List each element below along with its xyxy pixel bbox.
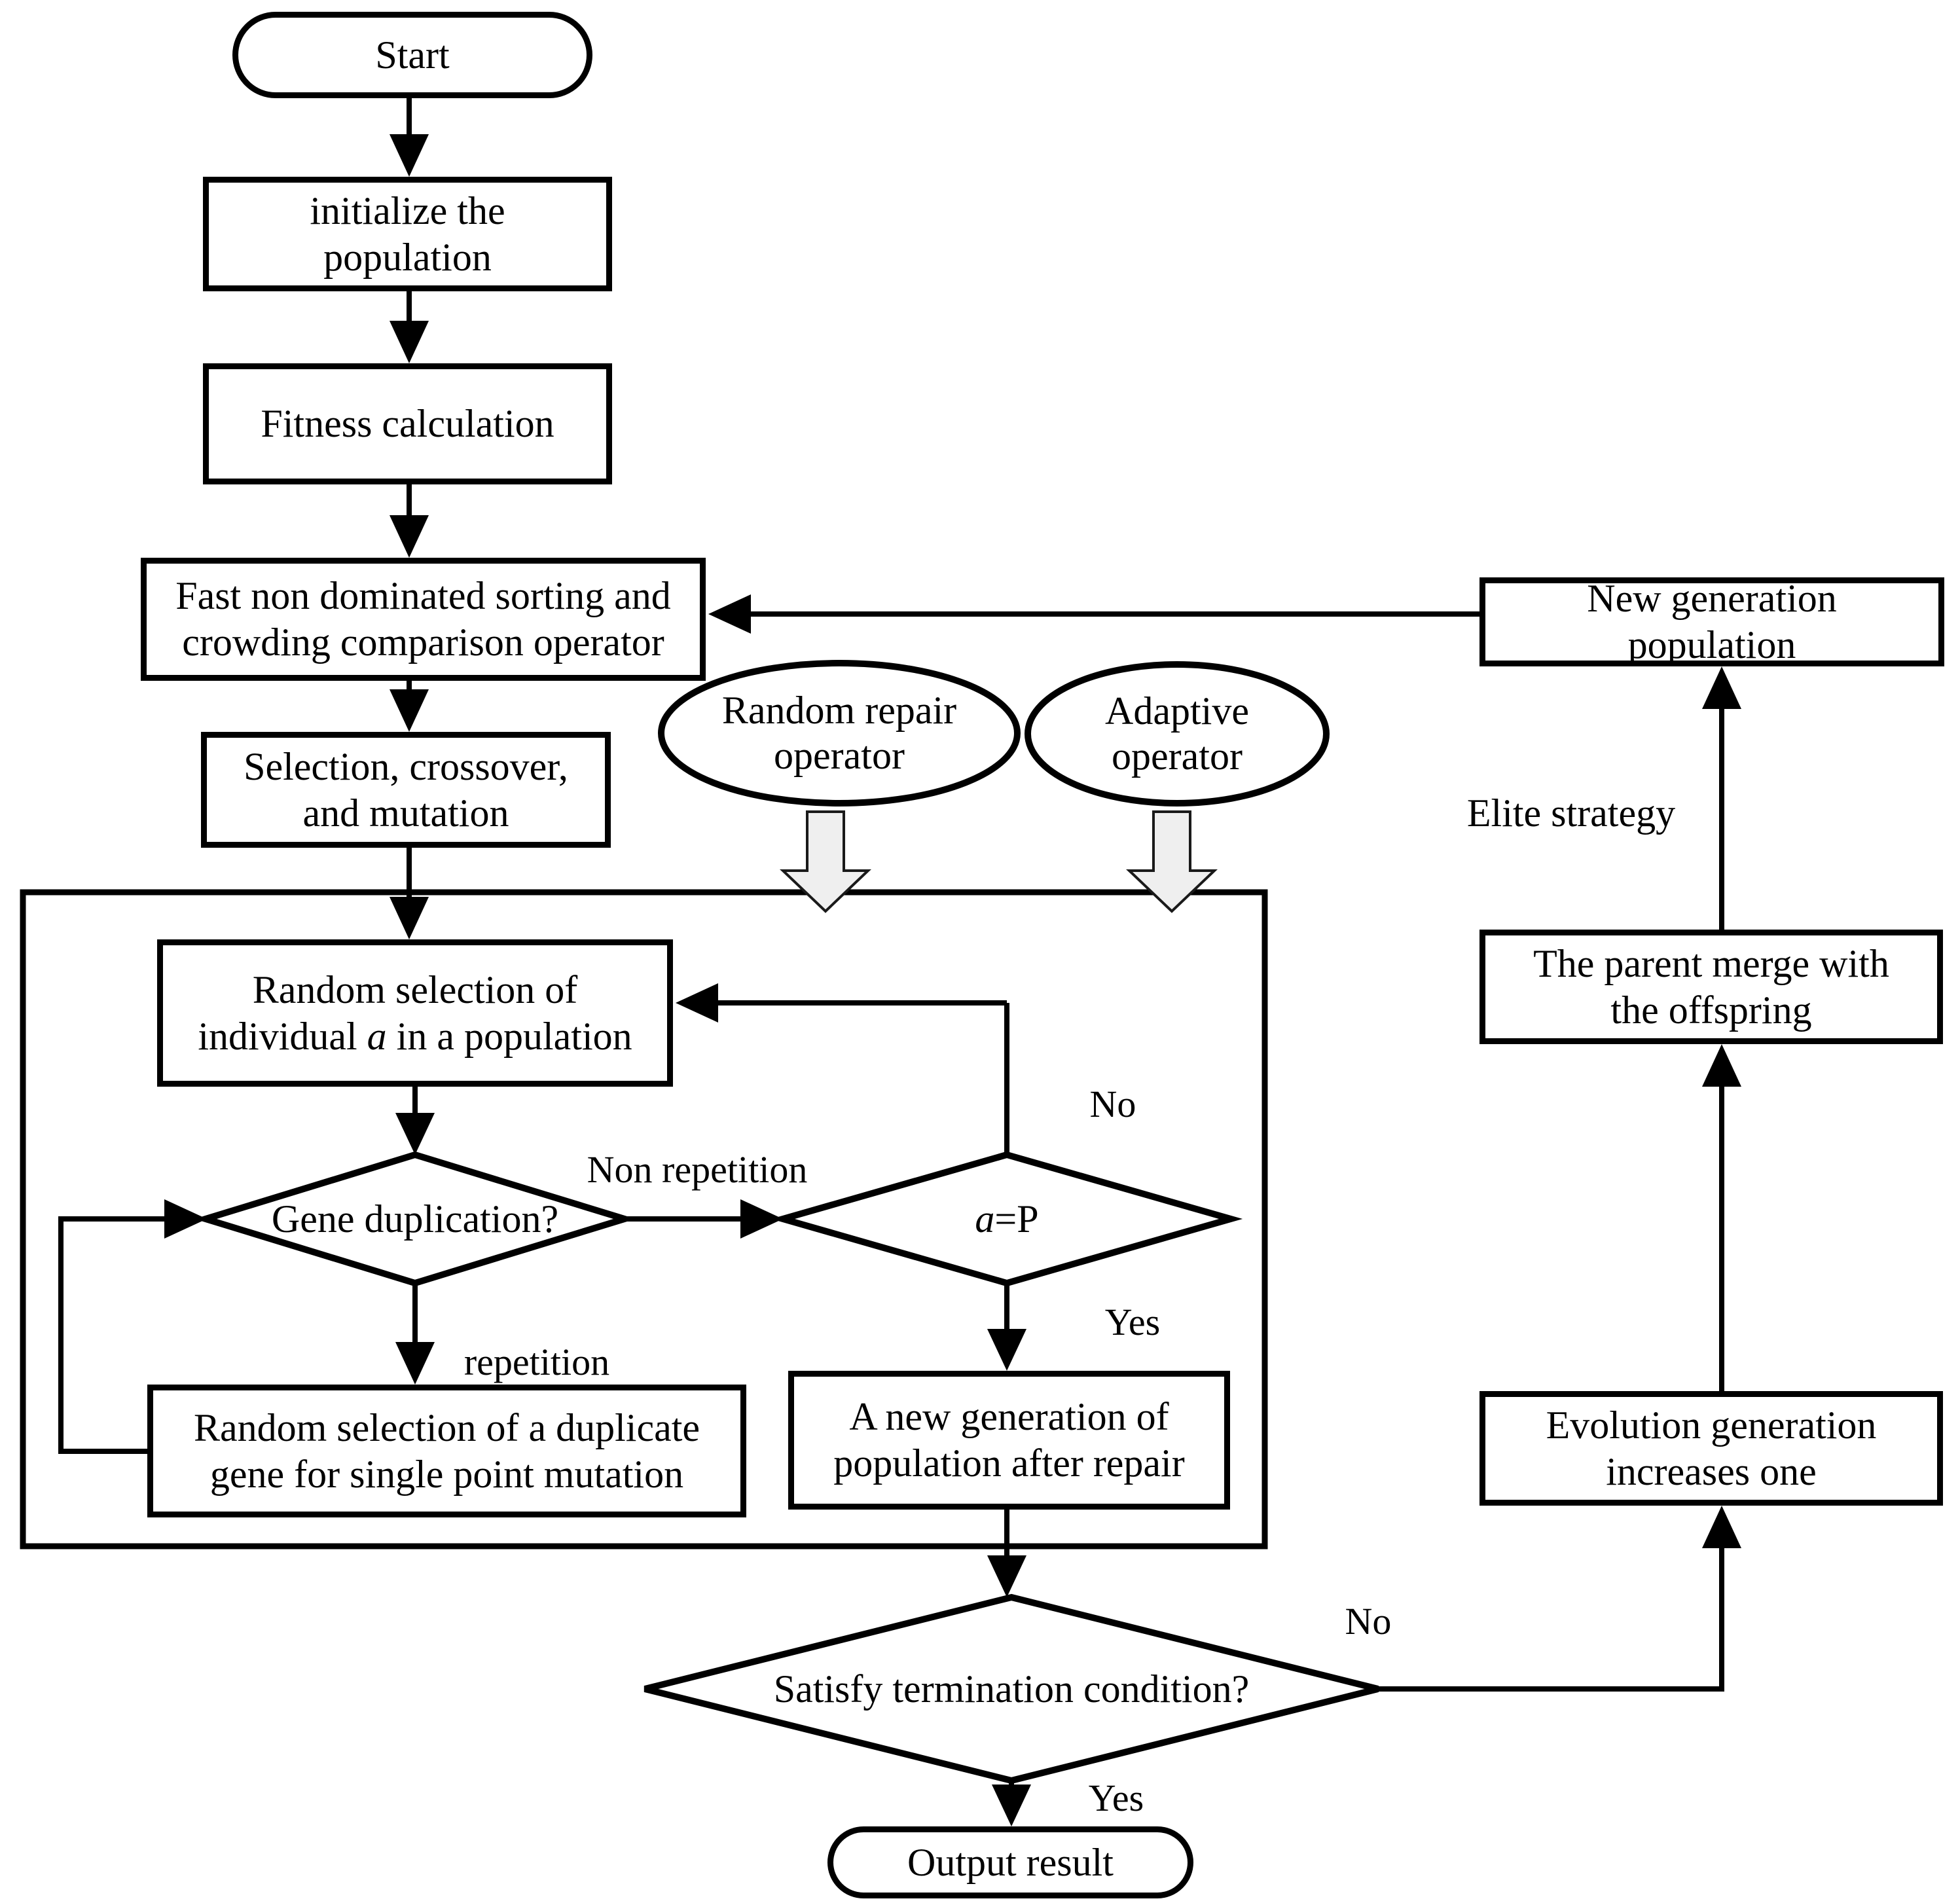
- random-repair-operator-ellipse: [658, 660, 1021, 807]
- termination-label: Satisfy termination condition?: [773, 1667, 1250, 1711]
- main-flow-arrowheads: [390, 134, 1031, 1826]
- node-fitness: Fitness calculation: [203, 363, 612, 484]
- block-arrow-random-repair-icon: [780, 810, 871, 913]
- feedback-connector: [708, 594, 1479, 634]
- node-evolution-generation-label: Evolution generation increases one: [1546, 1403, 1877, 1493]
- edge-label-elite-strategy: Elite strategy: [1466, 791, 1676, 835]
- termination-no-branch: [1378, 666, 1741, 1692]
- repair-loop-container: [20, 889, 1268, 1550]
- node-selection-label: Selection, crossover, and mutation: [244, 744, 568, 835]
- edge-label-repetition: repetition: [463, 1341, 610, 1384]
- termination-diamond: [644, 1593, 1379, 1785]
- node-output: Output result: [827, 1826, 1193, 1898]
- node-random-selection-label: Random selection of individual a in a po…: [198, 968, 632, 1058]
- block-arrow-adaptive-icon: [1126, 810, 1218, 913]
- edge-label-non-repetition: Non repetition: [587, 1148, 808, 1191]
- adaptive-operator-ellipse: [1025, 661, 1330, 807]
- node-output-label: Output result: [907, 1840, 1114, 1884]
- node-initialize-label: initialize the population: [310, 189, 505, 279]
- node-sorting: Fast non dominated sorting and crowding …: [141, 558, 706, 681]
- node-new-generation: New generation population: [1479, 577, 1944, 666]
- node-new-gen-after-repair-label: A new generation of population after rep…: [833, 1395, 1185, 1485]
- random-repair-operator-label: Random repair operator: [721, 689, 957, 777]
- node-sorting-label: Fast non dominated sorting and crowding …: [175, 574, 671, 664]
- a-equals-p-diamond: [771, 1151, 1243, 1287]
- node-new-gen-after-repair: A new generation of population after rep…: [788, 1371, 1230, 1510]
- edge-label-yes-duplication: Yes: [1104, 1301, 1161, 1344]
- gene-duplication-diamond: [194, 1151, 636, 1287]
- edge-label-no-duplication: No: [1089, 1083, 1136, 1126]
- node-duplicate-gene: Random selection of a duplicate gene for…: [147, 1385, 746, 1517]
- repetition-loop: [58, 1199, 207, 1454]
- a-equals-p-label: a=P: [975, 1197, 1039, 1241]
- edge-label-no-termination: No: [1345, 1600, 1392, 1643]
- node-selection: Selection, crossover, and mutation: [201, 732, 611, 848]
- edge-label-yes-termination: Yes: [1088, 1777, 1144, 1820]
- node-evolution-generation: Evolution generation increases one: [1479, 1391, 1943, 1506]
- node-parent-merge-label: The parent merge with the offspring: [1533, 941, 1889, 1032]
- node-initialize: initialize the population: [203, 177, 612, 291]
- non-repetition-connector: [625, 1199, 783, 1239]
- node-parent-merge: The parent merge with the offspring: [1479, 930, 1943, 1044]
- gene-duplication-label: Gene duplication?: [271, 1197, 559, 1241]
- a-equals-p-no-loop: [676, 983, 1009, 1155]
- node-new-generation-label: New generation population: [1587, 577, 1837, 666]
- node-duplicate-gene-label: Random selection of a duplicate gene for…: [193, 1405, 700, 1496]
- node-fitness-label: Fitness calculation: [261, 402, 554, 446]
- node-start-label: Start: [375, 33, 450, 77]
- node-start: Start: [232, 12, 592, 98]
- node-random-selection: Random selection of individual a in a po…: [157, 939, 673, 1087]
- adaptive-operator-label: Adaptive operator: [1105, 689, 1249, 778]
